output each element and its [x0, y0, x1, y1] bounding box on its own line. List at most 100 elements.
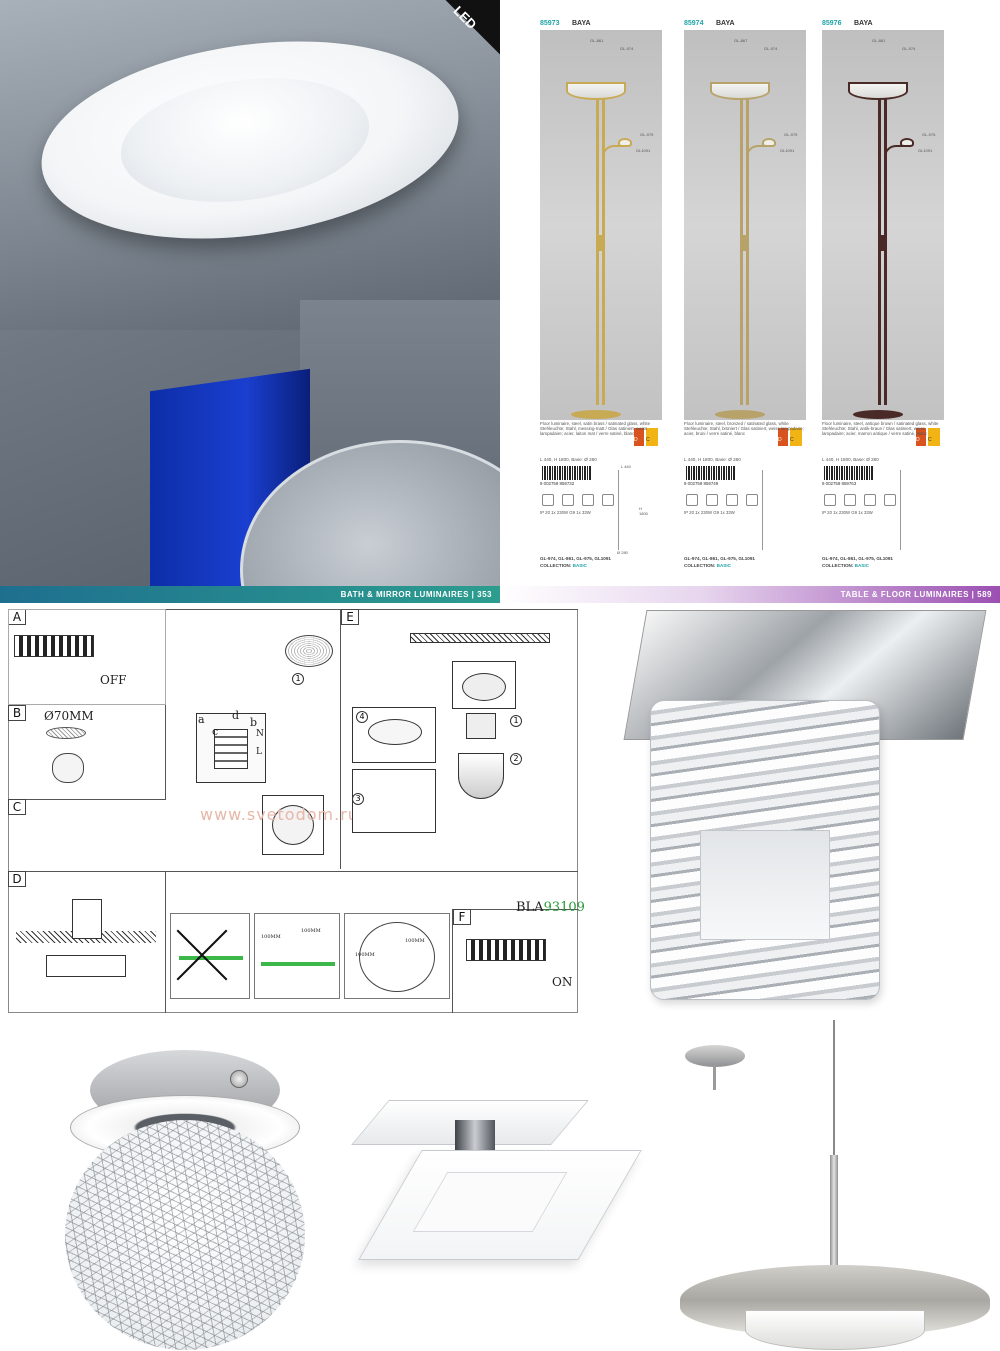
collection-label: COLLECTION: — [822, 563, 854, 568]
dimension-drawing: L 440 H 1800 Ø 280 — [617, 464, 648, 555]
barcode — [686, 466, 736, 480]
product-name: BAYA — [854, 20, 873, 27]
uplight-bowl — [848, 82, 908, 100]
step-circle-2: 2 — [510, 753, 522, 765]
clearance-label: 100MM — [301, 928, 321, 934]
watermark-text: www.svetodom.ru — [200, 805, 359, 824]
collection-value: BASIC — [716, 563, 731, 568]
product-code: 85974 — [684, 20, 704, 27]
collection-line: COLLECTION: BASIC — [540, 563, 587, 568]
barcode — [542, 466, 592, 480]
canopy-stem — [713, 1065, 716, 1090]
terminal-block — [466, 939, 546, 961]
collection-line: COLLECTION: BASIC — [684, 563, 731, 568]
bulb-codes: GL-974, GL-861, GL-975, GL1091 — [540, 556, 611, 561]
floor-lamp-photo: GL-861 GL-974 GL-975 GL1091 D C — [540, 30, 662, 446]
on-label: ON — [552, 975, 573, 989]
bulb-codes: GL-974, GL-861, GL-975, GL1091 — [684, 556, 755, 561]
step-letter-e: E — [341, 609, 359, 625]
wire-label-d: d — [232, 709, 240, 722]
catalog-page: 85973 BAYA GL-861 GL-974 GL-975 GL1091 D… — [500, 0, 1000, 603]
collection-label: COLLECTION: — [684, 563, 716, 568]
lamp-base — [853, 410, 903, 419]
callout-label: GL-974 — [764, 46, 778, 51]
floor-lamp-photo: GL-867 GL-974 GL-975 GL1091 D C — [684, 30, 806, 446]
recessed-ring — [272, 805, 314, 845]
led-ceiling-lamp-photo: LED BATH & MIRROR LUMINAIRES | 353 — [0, 0, 500, 603]
wire-label-b: b — [250, 716, 258, 729]
hero-footer: BATH & MIRROR LUMINAIRES | 353 — [0, 586, 500, 603]
footer-divider: | — [471, 590, 478, 599]
uplight-bowl — [710, 82, 770, 100]
dim-length: L 440 — [621, 464, 631, 469]
reading-lamp — [618, 138, 632, 147]
reading-arm — [602, 145, 622, 175]
callout-label: GL-975 — [640, 132, 654, 137]
step-circle-4: 4 — [356, 711, 368, 723]
feature-icons — [684, 494, 804, 508]
dim-height: H 1800 — [639, 506, 648, 516]
product-description: Floor luminaire, steel, bronzed / satina… — [684, 421, 804, 437]
ip-icon — [542, 494, 554, 506]
dimmer-switch — [741, 235, 748, 251]
clearance-label: 100MM — [405, 938, 425, 944]
product-dimensions: L 440, H 1800, Base: Ø 280 — [540, 457, 597, 462]
ip-icon — [824, 494, 836, 506]
wire-label-a: a — [198, 713, 205, 726]
clearance-circle — [359, 922, 435, 992]
socket-icon — [864, 494, 876, 506]
ip-icon — [686, 494, 698, 506]
reading-lamp — [762, 138, 776, 147]
step-letter-d: D — [8, 871, 26, 887]
ring-detail-inner — [368, 719, 422, 745]
pendant-lamp-photo — [670, 1015, 1000, 1351]
callout-label: GL-861 — [872, 38, 886, 43]
model-number: BLA93109 — [516, 900, 585, 915]
collection-line: COLLECTION: BASIC — [822, 563, 869, 568]
dimmer-switch — [879, 235, 886, 251]
hand-detail — [352, 769, 436, 833]
step-circle-1: 1 — [292, 673, 304, 685]
feature-icons — [822, 494, 942, 508]
product-dimensions: L 440, H 1800, Base: Ø 280 — [684, 457, 741, 462]
ean-number: 9 002759 859763 — [822, 481, 857, 486]
footer-section-label: TABLE & FLOOR LUMINAIRES — [840, 590, 969, 599]
product-description: Floor luminaire, steel, antique brown / … — [822, 421, 939, 437]
clearance-label: 100MM — [261, 934, 281, 940]
collection-label: COLLECTION: — [540, 563, 572, 568]
energy-class-c: C — [928, 428, 940, 446]
bulb-codes: GL-974, GL-861, GL-975, GL1091 — [822, 556, 893, 561]
collection-value: BASIC — [572, 563, 587, 568]
clearance-label: 100MM — [355, 952, 375, 958]
step-letter-b: B — [8, 705, 26, 721]
callout-label: GL1091 — [780, 148, 795, 153]
suspension-cable — [833, 1020, 835, 1270]
divider — [452, 909, 578, 910]
callout-label: GL1091 — [636, 148, 651, 153]
footer-page-number: 353 — [477, 590, 492, 599]
insulation-line — [261, 962, 335, 966]
product-specs: IP 20 1x 230W G9 1x 33W — [684, 510, 735, 515]
model-prefix: BLA — [516, 900, 544, 915]
lamp-base — [571, 410, 621, 419]
catalog-footer: TABLE & FLOOR LUMINAIRES | 589 — [500, 586, 1000, 603]
divider — [165, 871, 166, 1013]
bulb-icon — [884, 494, 896, 506]
socket-icon — [726, 494, 738, 506]
energy-class-d: D — [916, 428, 926, 446]
terminal-block — [14, 635, 94, 657]
gu10-holder — [466, 713, 496, 739]
feature-icons — [540, 494, 660, 508]
ceiling-cutout — [285, 635, 333, 667]
voltage-icon — [706, 494, 718, 506]
step-circle-1b: 1 — [510, 715, 522, 727]
insulation-line — [179, 956, 243, 960]
step-a-panel — [8, 609, 166, 705]
energy-label: D C — [916, 428, 940, 446]
step-letter-f: F — [453, 909, 471, 925]
clearance-diagram: 100MM 100MM — [344, 913, 450, 999]
divider — [8, 871, 578, 872]
square-glass-ceiling-lamp-photo — [351, 1090, 642, 1310]
callout-label: GL-861 — [590, 38, 604, 43]
